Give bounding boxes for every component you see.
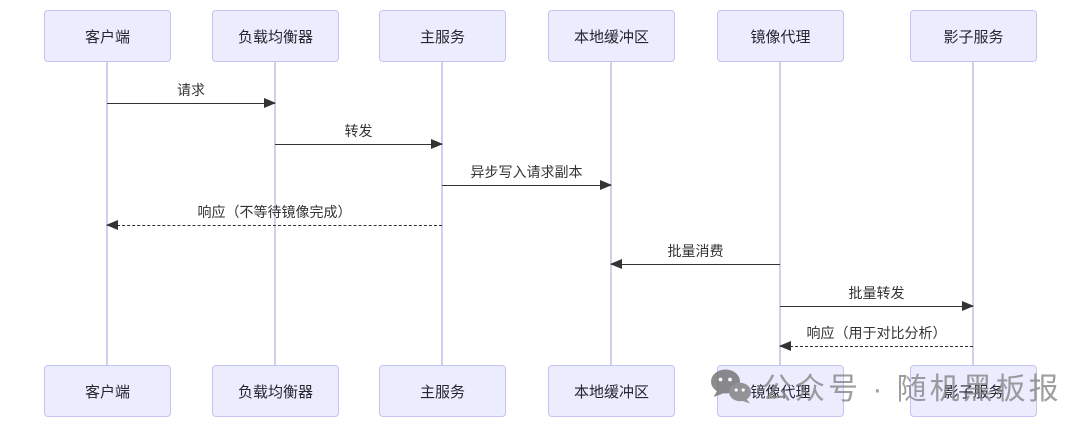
actor-top-shadow-service: 影子服务 [910, 10, 1037, 62]
message-label: 批量转发 [848, 285, 905, 301]
message-arrow-line [275, 139, 443, 149]
message-response-compare: 响应（用于对比分析） [779, 324, 973, 351]
message-batch-forward: 批量转发 [780, 284, 974, 311]
actor-bottom-load-balancer: 负载均衡器 [212, 365, 339, 417]
arrowhead-right-icon [962, 301, 974, 311]
message-label: 转发 [344, 123, 373, 139]
message-request: 请求 [107, 81, 276, 108]
message-arrow-line [442, 180, 612, 190]
message-forward: 转发 [275, 122, 443, 149]
actor-top-main-service: 主服务 [379, 10, 506, 62]
message-arrow-line [779, 341, 973, 351]
actor-top-client: 客户端 [44, 10, 171, 62]
message-batch-consume: 批量消费 [610, 242, 780, 269]
arrowhead-left-icon [779, 341, 791, 351]
actor-bottom-mirror-proxy: 镜像代理 [717, 365, 844, 417]
message-label: 批量消费 [667, 243, 724, 259]
message-label: 响应（不等待镜像完成） [197, 204, 352, 220]
message-response-no-wait: 响应（不等待镜像完成） [106, 203, 442, 230]
message-label: 请求 [177, 82, 205, 98]
arrowhead-right-icon [600, 180, 612, 190]
message-async-write-copy: 异步写入请求副本 [442, 163, 612, 190]
message-arrow-line [780, 301, 974, 311]
arrowhead-left-icon [106, 220, 118, 230]
arrowhead-right-icon [264, 98, 276, 108]
actor-bottom-shadow-service: 影子服务 [910, 365, 1037, 417]
lifeline-client [106, 62, 108, 365]
message-arrow-line [610, 259, 780, 269]
message-arrow-line [106, 220, 442, 230]
arrowhead-right-icon [431, 139, 443, 149]
actor-bottom-local-buffer: 本地缓冲区 [548, 365, 675, 417]
lifeline-local-buffer [610, 62, 612, 365]
arrowhead-left-icon [610, 259, 622, 269]
lifeline-load-balancer [274, 62, 276, 365]
actor-top-mirror-proxy: 镜像代理 [717, 10, 844, 62]
message-arrow-line [107, 98, 276, 108]
actor-bottom-client: 客户端 [44, 365, 171, 417]
lifeline-mirror-proxy [779, 62, 781, 365]
message-label: 异步写入请求副本 [470, 164, 583, 180]
actor-bottom-main-service: 主服务 [379, 365, 506, 417]
lifeline-main-service [441, 62, 443, 365]
actor-top-local-buffer: 本地缓冲区 [548, 10, 675, 62]
actor-top-load-balancer: 负载均衡器 [212, 10, 339, 62]
lifeline-shadow-service [972, 62, 974, 365]
message-label: 响应（用于对比分析） [806, 325, 947, 341]
